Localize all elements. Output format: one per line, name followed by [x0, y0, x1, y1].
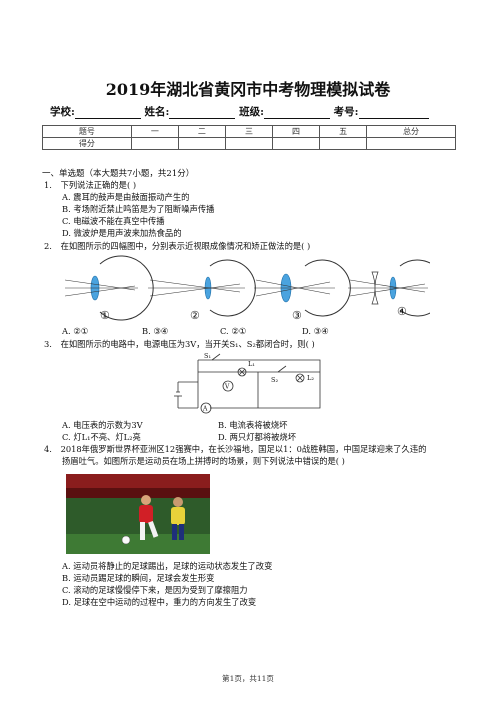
number-label: 考号: — [333, 106, 359, 118]
school-label: 学校: — [50, 106, 75, 118]
q3-option-c[interactable]: C. 灯L₁不亮、灯L₂亮 — [62, 432, 141, 442]
class-blank[interactable] — [263, 118, 330, 119]
question-4: 4. 2018年俄罗斯世界杯亚洲区12强赛中，在长沙福地，国足以1：0战胜韩国，… — [44, 444, 426, 455]
page-title: 2019年湖北省黄冈市中考物理模拟试卷 — [105, 80, 391, 99]
score-header-cell: 四 — [271, 125, 321, 138]
circuit-label-s2: S₂ — [271, 376, 278, 384]
number-blank[interactable] — [358, 118, 429, 119]
question-text: 2018年俄罗斯世界杯亚洲区12强赛中，在长沙福地，国足以1：0战胜韩国，中国足… — [60, 444, 427, 454]
score-table: 题号 一 二 三 四 五 总分 得分 — [42, 125, 456, 150]
circuit-label-s1: S₁ — [204, 352, 211, 360]
q4-option-d[interactable]: D. 足球在空中运动的过程中，重力的方向发生了改变 — [62, 597, 257, 607]
q1-option-d[interactable]: D. 微波炉是用声波来加热食品的 — [62, 228, 182, 238]
q3-option-a[interactable]: A. 电压表的示数为3V — [62, 420, 143, 430]
question-text: 下列说法正确的是( ) — [60, 180, 137, 190]
score-cell[interactable] — [319, 137, 368, 150]
score-header-cell: 二 — [177, 125, 226, 138]
score-header-cell: 一 — [130, 125, 179, 138]
q4-option-b[interactable]: B. 运动员踢足球的瞬间，足球会发生形变 — [62, 573, 215, 583]
eye-diagram-2 — [148, 259, 256, 317]
question-number: 3. — [44, 339, 52, 349]
q1-option-c[interactable]: C. 电磁波不能在真空中传播 — [62, 216, 165, 226]
school-blank[interactable] — [74, 118, 141, 119]
question-text-cont: 扬眉吐气。如图所示是运动员在场上拼搏时的场景，则下列说法中错误的是( ) — [62, 456, 345, 466]
eye-diagram-3 — [254, 259, 351, 317]
question-3: 3. 在如图所示的电路中，电源电压为3V，当开关S₁、S₂都闭合时，则( ) — [44, 339, 315, 350]
fig-label-1: ① — [100, 309, 110, 322]
q2-option-a[interactable]: A. ②① — [62, 326, 89, 336]
name-label: 姓名: — [144, 106, 170, 118]
q2-option-b[interactable]: B. ③④ — [142, 326, 169, 336]
question-1: 1. 下列说法正确的是( ) — [44, 180, 136, 191]
score-header-row: 题号 一 二 三 四 五 总分 — [42, 125, 456, 138]
circuit-label-a: A — [202, 406, 208, 413]
student-info-line: 学校: 姓名: 班级: 考号: — [50, 104, 429, 119]
score-header-cell: 三 — [224, 125, 274, 138]
fig-label-4: ④ — [397, 305, 407, 318]
question-number: 4. — [44, 444, 52, 454]
question-text: 在如图所示的四幅图中，分别表示近视眼成像情况和矫正做法的是( ) — [60, 241, 311, 251]
score-header-cell: 题号 — [42, 125, 132, 138]
question-2: 2. 在如图所示的四幅图中，分别表示近视眼成像情况和矫正做法的是( ) — [44, 241, 310, 252]
q4-option-a[interactable]: A. 运动员将静止的足球踢出，足球的运动状态发生了改变 — [62, 561, 273, 571]
q4-option-c[interactable]: C. 滚动的足球慢慢停下来，是因为受到了摩擦阻力 — [62, 585, 248, 595]
score-row: 得分 — [42, 137, 456, 150]
player-red — [139, 495, 159, 540]
circuit-label-l1: L₁ — [248, 360, 255, 368]
score-cell[interactable] — [177, 137, 226, 150]
score-header-cell: 五 — [319, 125, 368, 138]
score-cell[interactable] — [366, 137, 456, 150]
eye-diagram-4 — [348, 259, 430, 317]
football-icon — [121, 535, 131, 545]
circuit-label-v: V — [224, 384, 230, 391]
fig-label-2: ② — [190, 309, 200, 322]
page-footer: 第1页，共11页 — [222, 674, 274, 683]
q2-option-d[interactable]: D. ③④ — [302, 326, 329, 336]
section-heading: 一、单选题（本大题共7小题，共21分） — [42, 169, 195, 179]
question-text: 在如图所示的电路中，电源电压为3V，当开关S₁、S₂都闭合时，则( ) — [60, 339, 315, 349]
name-blank[interactable] — [169, 118, 236, 119]
score-cell[interactable] — [130, 137, 179, 150]
fig-label-3: ③ — [292, 309, 302, 322]
q3-option-b[interactable]: B. 电流表将被烧坏 — [218, 420, 288, 430]
football-photo — [66, 474, 210, 554]
q1-option-b[interactable]: B. 考场附近禁止鸣笛是为了阻断噪声传播 — [62, 204, 215, 214]
question-number: 1. — [44, 180, 52, 190]
q2-option-c[interactable]: C. ②① — [220, 326, 247, 336]
class-label: 班级: — [239, 106, 264, 118]
q3-option-d[interactable]: D. 两只灯都将被烧坏 — [218, 432, 297, 442]
circuit-diagram: S₁ V L₁ S₂ L₂ A — [174, 352, 321, 414]
score-header-cell: 总分 — [366, 125, 456, 138]
score-cell[interactable] — [224, 137, 274, 150]
question-number: 2. — [44, 241, 52, 251]
score-cell[interactable] — [271, 137, 321, 150]
q1-option-a[interactable]: A. 震耳的鼓声是由鼓面振动产生的 — [62, 192, 190, 202]
player-yellow — [171, 497, 185, 540]
score-row-label: 得分 — [42, 137, 132, 150]
circuit-label-l2: L₂ — [307, 374, 314, 382]
eye-diagrams — [64, 255, 430, 321]
